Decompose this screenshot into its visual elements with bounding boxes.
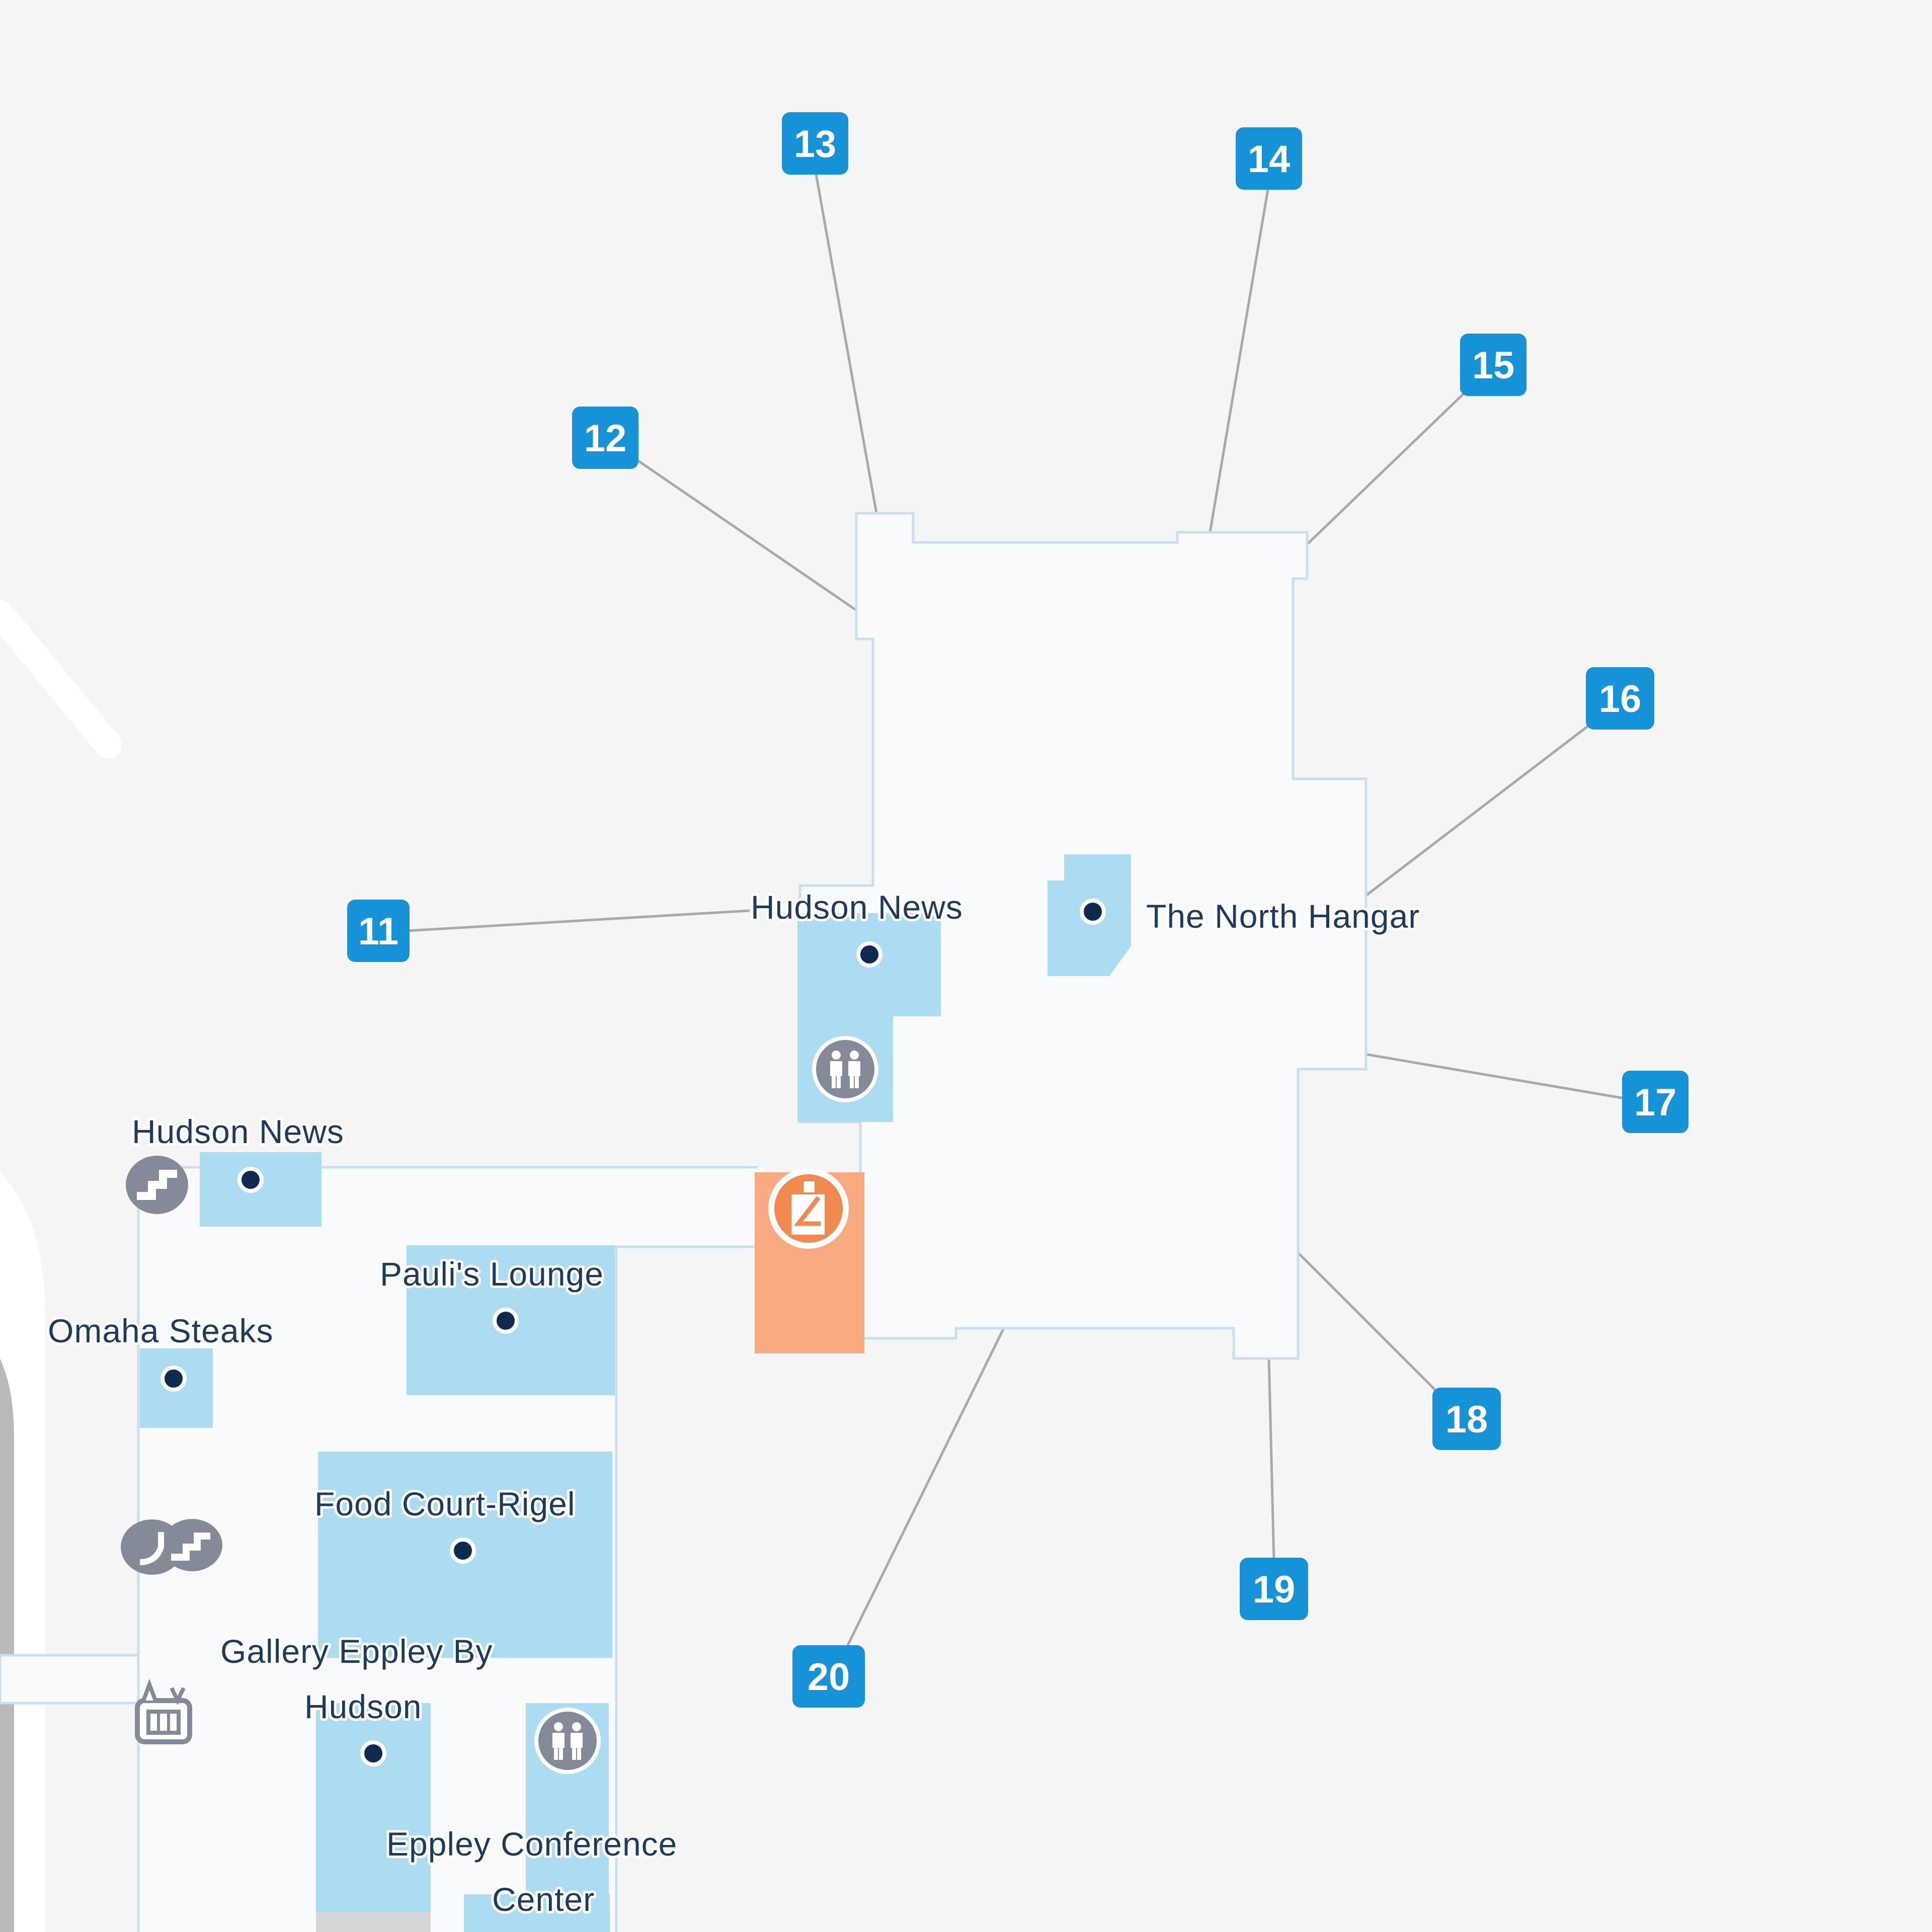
poi-label-north-hangar[interactable]: The North Hangar bbox=[1144, 895, 1422, 937]
roadway-gray-band bbox=[0, 1358, 14, 1932]
gate-16[interactable]: 16 bbox=[1586, 667, 1654, 730]
poi-label-conference-center-line2[interactable]: Center bbox=[490, 1878, 597, 1920]
poi-dot-hudson-news-west[interactable] bbox=[237, 1167, 264, 1193]
svg-text:11: 11 bbox=[358, 910, 398, 953]
store-areas bbox=[140, 854, 1131, 1932]
elevator-icon[interactable] bbox=[135, 1678, 192, 1744]
poi-dot-north-hangar[interactable] bbox=[1080, 899, 1106, 925]
gate-20[interactable]: 20 bbox=[792, 1645, 865, 1708]
gate-14[interactable]: 14 bbox=[1236, 127, 1302, 190]
svg-text:15: 15 bbox=[1472, 344, 1515, 387]
poi-label-hudson-news-west[interactable]: Hudson News bbox=[129, 1110, 346, 1153]
gate-13[interactable]: 13 bbox=[782, 112, 848, 175]
gate-17[interactable]: 17 bbox=[1622, 1071, 1688, 1133]
poi-dot-food-court-rigel[interactable] bbox=[450, 1538, 476, 1564]
svg-text:13: 13 bbox=[794, 123, 837, 166]
concourse-connector bbox=[0, 1654, 142, 1705]
gate-19[interactable]: 19 bbox=[1240, 1558, 1308, 1620]
svg-text:19: 19 bbox=[1253, 1568, 1296, 1611]
svg-text:18: 18 bbox=[1445, 1398, 1488, 1441]
poi-dot-gallery-eppley[interactable] bbox=[360, 1740, 386, 1766]
store-eppley-conference-center-annex[interactable] bbox=[464, 1894, 610, 1932]
store-gallery-eppley[interactable] bbox=[316, 1703, 431, 1914]
poi-label-paulis-lounge[interactable]: Pauli's Lounge bbox=[377, 1253, 606, 1295]
stairs-icon[interactable] bbox=[126, 1156, 188, 1214]
poi-dot-omaha-steaks[interactable] bbox=[160, 1365, 187, 1392]
poi-label-gallery-eppley-line1[interactable]: Gallery Eppley By bbox=[218, 1630, 495, 1672]
restroom-icon[interactable] bbox=[812, 1036, 878, 1102]
poi-label-conference-center-line1[interactable]: Eppley Conference bbox=[384, 1823, 679, 1865]
service-area-gray bbox=[316, 1912, 431, 1932]
svg-text:17: 17 bbox=[1634, 1081, 1677, 1124]
gate-15[interactable]: 15 bbox=[1460, 334, 1526, 396]
gate-11[interactable]: 11 bbox=[347, 900, 410, 962]
svg-text:12: 12 bbox=[584, 417, 627, 460]
poi-label-gallery-eppley-line2[interactable]: Hudson bbox=[302, 1685, 424, 1728]
poi-label-omaha-steaks[interactable]: Omaha Steaks bbox=[45, 1310, 276, 1352]
poi-label-food-court-rigel[interactable]: Food Court-Rigel bbox=[312, 1483, 578, 1525]
svg-text:14: 14 bbox=[1248, 138, 1291, 181]
svg-text:20: 20 bbox=[808, 1656, 850, 1699]
gate-12[interactable]: 12 bbox=[572, 407, 638, 469]
store-hudson-news-west[interactable] bbox=[200, 1152, 321, 1227]
seatbelt-person-icon[interactable] bbox=[768, 1168, 849, 1249]
poi-dot-hudson-news-north[interactable] bbox=[856, 941, 882, 968]
escalator-stairs-icon[interactable] bbox=[121, 1519, 222, 1575]
poi-label-hudson-news-north[interactable]: Hudson News bbox=[748, 886, 965, 928]
gate-leader-lines bbox=[407, 168, 1631, 1651]
gate-18[interactable]: 18 bbox=[1432, 1388, 1501, 1450]
roadway-stripe bbox=[0, 600, 122, 759]
svg-text:16: 16 bbox=[1599, 678, 1642, 720]
poi-dot-paulis-lounge[interactable] bbox=[493, 1308, 519, 1334]
concourse-corridor bbox=[322, 1167, 765, 1248]
restroom-icon[interactable] bbox=[534, 1708, 601, 1774]
